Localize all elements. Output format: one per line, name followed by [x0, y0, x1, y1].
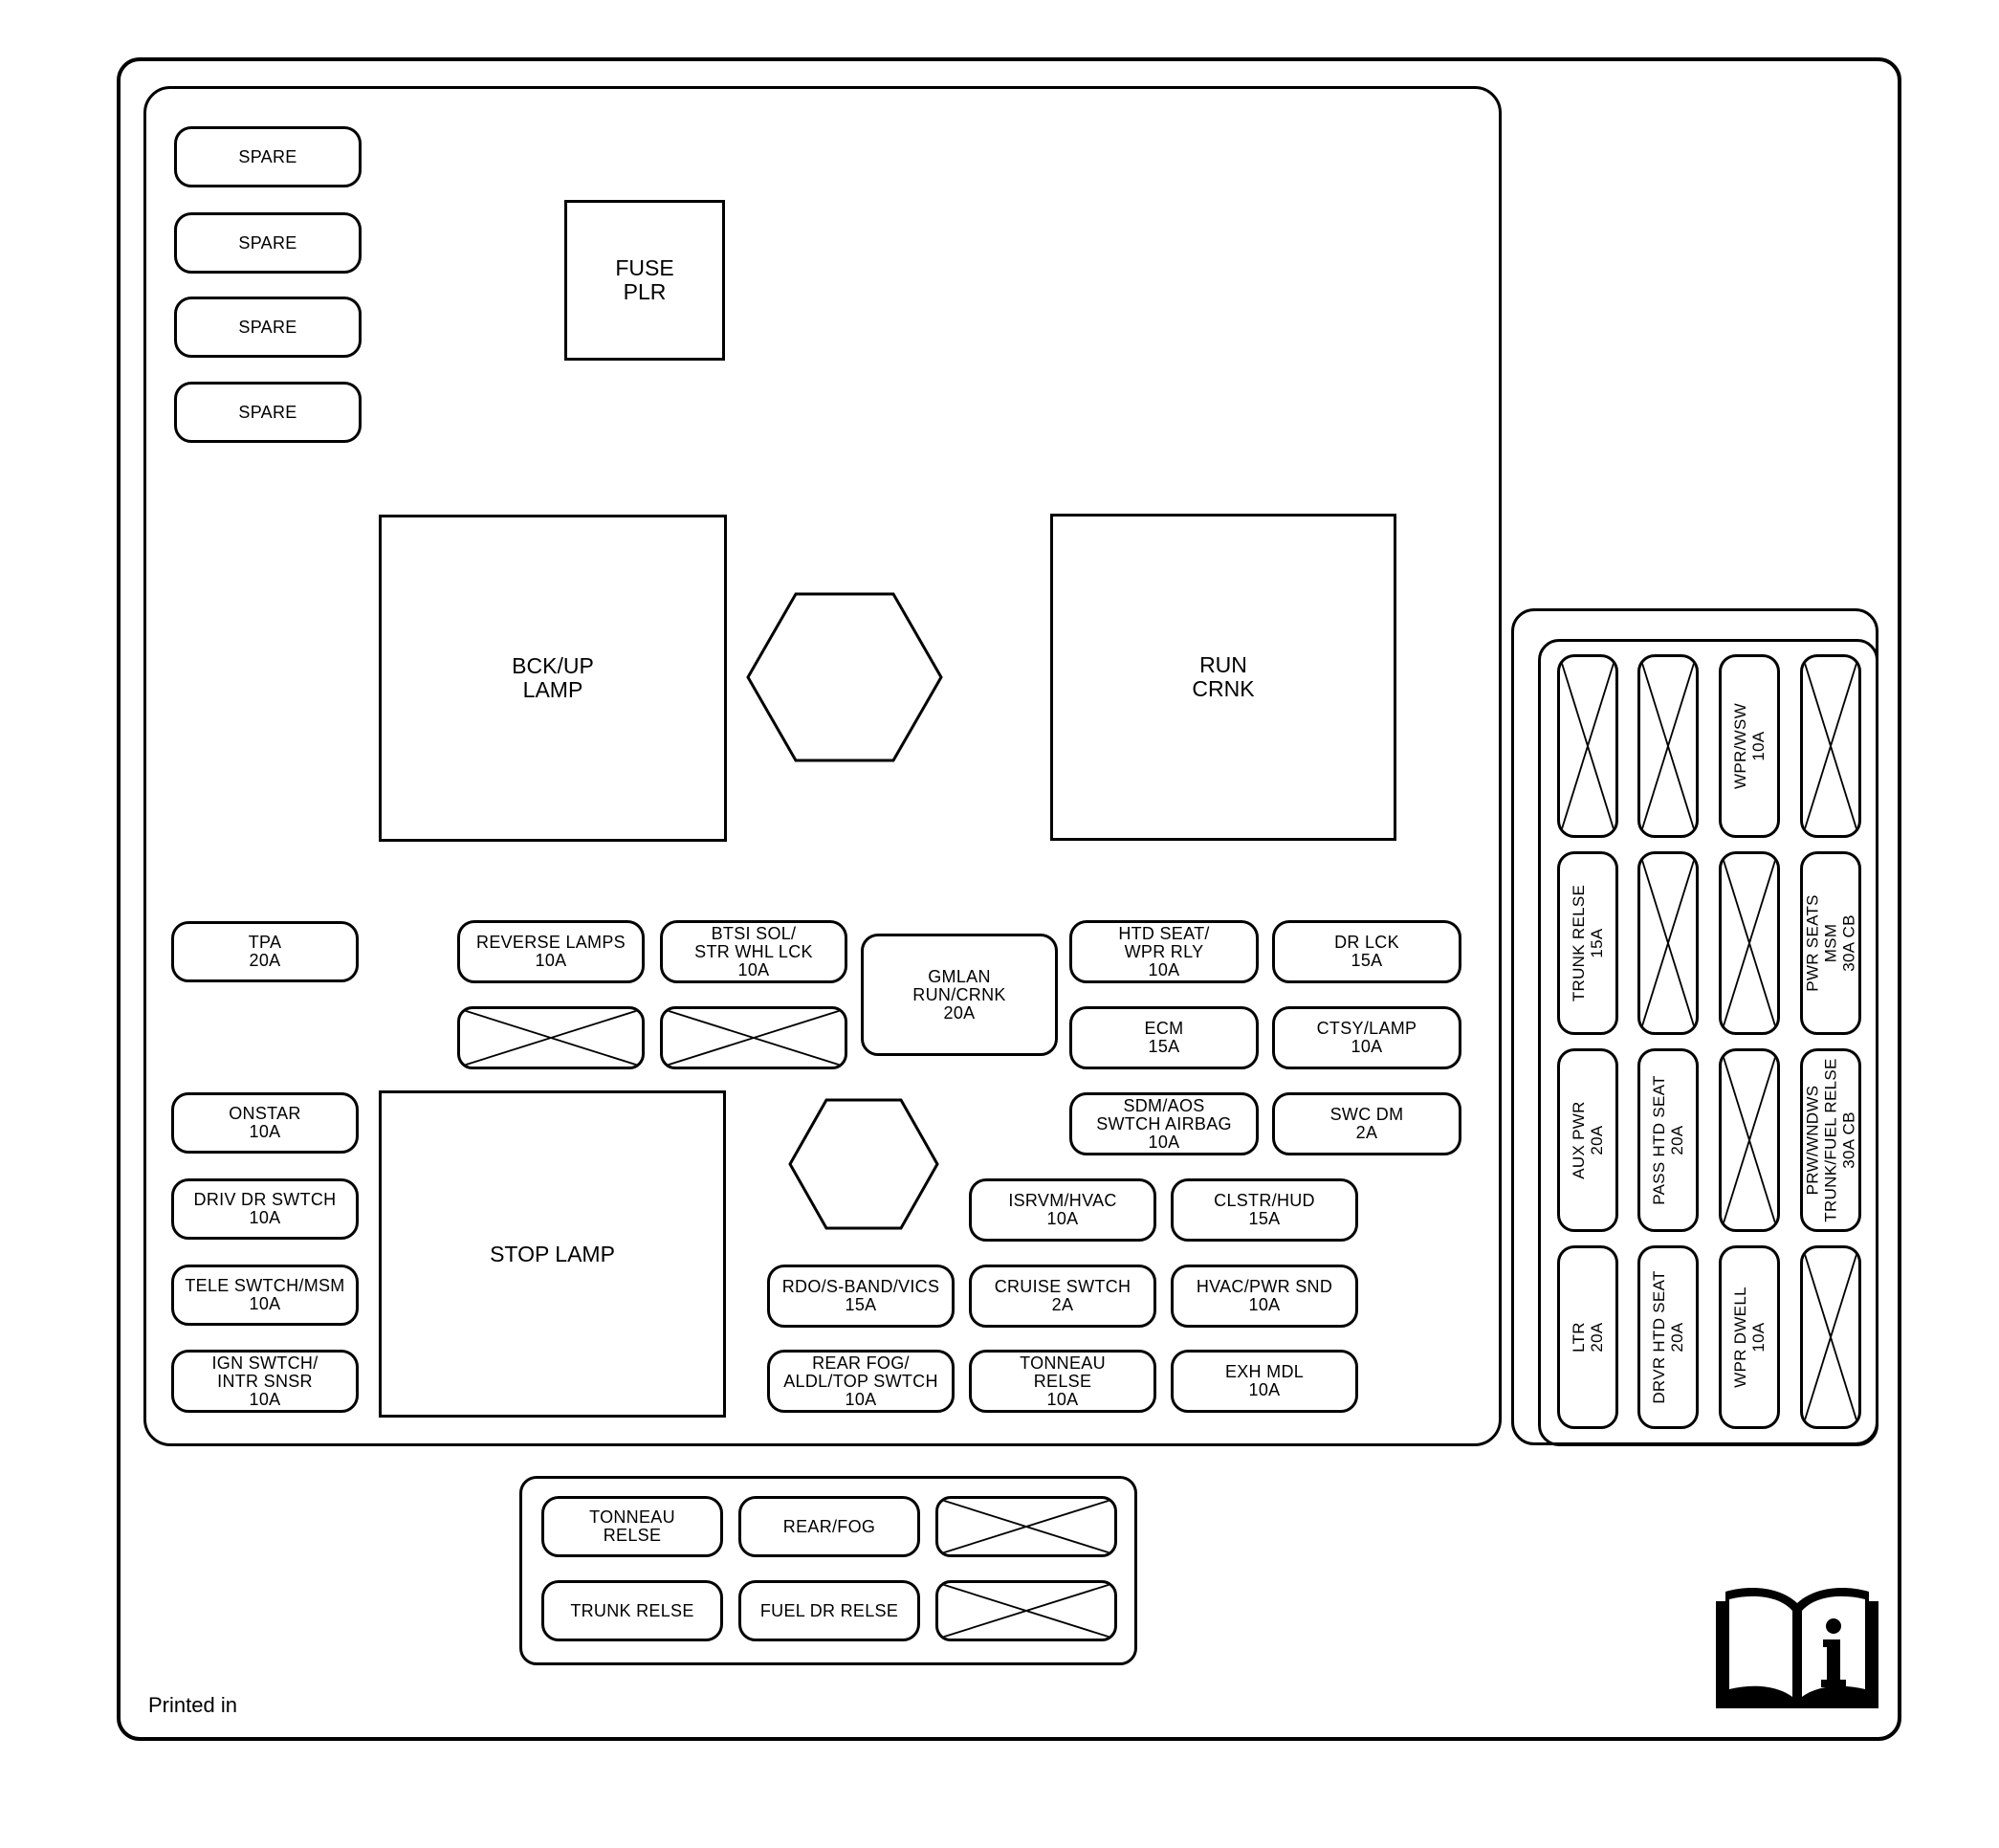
fuse-driv-dr-swtch[interactable]: DRIV DR SWTCH 10A — [171, 1178, 359, 1240]
fuse-puller[interactable]: FUSE PLR — [564, 200, 725, 361]
stop-lamp-relay[interactable]: STOP LAMP — [379, 1090, 726, 1418]
spare-fuse-2[interactable]: SPARE — [174, 212, 362, 274]
fuse-isrvm-hvac[interactable]: ISRVM/HVAC 10A — [969, 1178, 1156, 1242]
fuse-wpr-wsw[interactable]: WPR/WSW 10A — [1719, 654, 1780, 838]
fuse-htd-seat-wpr-rly[interactable]: HTD SEAT/ WPR RLY 10A — [1069, 920, 1259, 983]
relay-fuel-dr-relse[interactable]: FUEL DR RELSE — [738, 1580, 920, 1641]
main-fuse-area-outline — [143, 86, 1502, 1446]
backup-lamp-relay[interactable]: BCK/UP LAMP — [379, 515, 727, 842]
fuse-rdo-sband-vics[interactable]: RDO/S-BAND/VICS 15A — [767, 1265, 955, 1328]
spare-fuse-3[interactable]: SPARE — [174, 297, 362, 358]
relay-rear-fog[interactable]: REAR/FOG — [738, 1496, 920, 1557]
fuse-prw-wndws-trunk-fuel-relse[interactable]: PRW/WNDWS TRUNK/FUEL RELSE 30A CB — [1800, 1048, 1861, 1232]
relay-tonneau-relse[interactable]: TONNEAU RELSE — [541, 1496, 723, 1557]
fuse-ign-swtch[interactable]: IGN SWTCH/ INTR SNSR 10A — [171, 1350, 359, 1413]
fuse-cruise-swtch[interactable]: CRUISE SWTCH 2A — [969, 1265, 1156, 1328]
fuse-swc-dm[interactable]: SWC DM 2A — [1272, 1092, 1461, 1155]
fuse-reverse-lamps[interactable]: REVERSE LAMPS 10A — [457, 920, 645, 983]
fuse-pwr-seats-msm[interactable]: PWR SEATS MSM 30A CB — [1800, 851, 1861, 1035]
fuse-btsi-sol[interactable]: BTSI SOL/ STR WHL LCK 10A — [660, 920, 847, 983]
fuse-ltr[interactable]: LTR 20A — [1557, 1245, 1618, 1429]
fuse-ctsy-lamp[interactable]: CTSY/LAMP 10A — [1272, 1006, 1461, 1069]
empty-fuse-slot — [457, 1006, 645, 1069]
spare-fuse-4[interactable]: SPARE — [174, 382, 362, 443]
empty-fuse-slot — [1557, 654, 1618, 838]
fuse-hvac-pwr-snd[interactable]: HVAC/PWR SND 10A — [1171, 1265, 1358, 1328]
fuse-aux-pwr[interactable]: AUX PWR 20A — [1557, 1048, 1618, 1232]
empty-relay-slot — [935, 1496, 1117, 1557]
fuse-dr-lck[interactable]: DR LCK 15A — [1272, 920, 1461, 983]
fuse-drvr-htd-seat[interactable]: DRVR HTD SEAT 20A — [1637, 1245, 1699, 1429]
fuse-ecm[interactable]: ECM 15A — [1069, 1006, 1259, 1069]
fuse-tpa[interactable]: TPA 20A — [171, 921, 359, 982]
empty-fuse-slot — [1719, 1048, 1780, 1232]
hex-bolt-icon — [746, 592, 943, 762]
fuse-clstr-hud[interactable]: CLSTR/HUD 15A — [1171, 1178, 1358, 1242]
fuse-panel-outline — [117, 57, 1901, 1741]
bottom-relay-block — [519, 1476, 1137, 1665]
fuse-onstar[interactable]: ONSTAR 10A — [171, 1092, 359, 1154]
relay-trunk-relse[interactable]: TRUNK RELSE — [541, 1580, 723, 1641]
empty-relay-slot — [935, 1580, 1117, 1641]
empty-fuse-slot — [1637, 654, 1699, 838]
fuse-exh-mdl[interactable]: EXH MDL 10A — [1171, 1350, 1358, 1413]
empty-fuse-slot — [1800, 1245, 1861, 1429]
fuse-rear-fog-aldl[interactable]: REAR FOG/ ALDL/TOP SWTCH 10A — [767, 1350, 955, 1413]
printed-in-label: Printed in — [148, 1693, 237, 1717]
fuse-tele-swtch-msm[interactable]: TELE SWTCH/MSM 10A — [171, 1265, 359, 1326]
fuse-tonneau-relse-10a[interactable]: TONNEAU RELSE 10A — [969, 1350, 1156, 1413]
empty-fuse-slot — [1800, 654, 1861, 838]
owner-manual-info-icon — [1716, 1588, 1878, 1708]
fuse-sdm-aos[interactable]: SDM/AOS SWTCH AIRBAG 10A — [1069, 1092, 1259, 1155]
fuse-gmlan-run-crnk[interactable]: GMLAN RUN/CRNK 20A — [861, 934, 1058, 1056]
spare-fuse-1[interactable]: SPARE — [174, 126, 362, 187]
fuse-pass-htd-seat[interactable]: PASS HTD SEAT 20A — [1637, 1048, 1699, 1232]
empty-fuse-slot — [1719, 851, 1780, 1035]
hex-bolt-icon-2 — [788, 1098, 939, 1230]
empty-fuse-slot — [660, 1006, 847, 1069]
right-fuse-block — [1538, 639, 1878, 1446]
empty-fuse-slot — [1637, 851, 1699, 1035]
fuse-wpr-dwell[interactable]: WPR DWELL 10A — [1719, 1245, 1780, 1429]
run-crank-relay[interactable]: RUN CRNK — [1050, 514, 1396, 841]
fuse-trunk-relse[interactable]: TRUNK RELSE 15A — [1557, 851, 1618, 1035]
